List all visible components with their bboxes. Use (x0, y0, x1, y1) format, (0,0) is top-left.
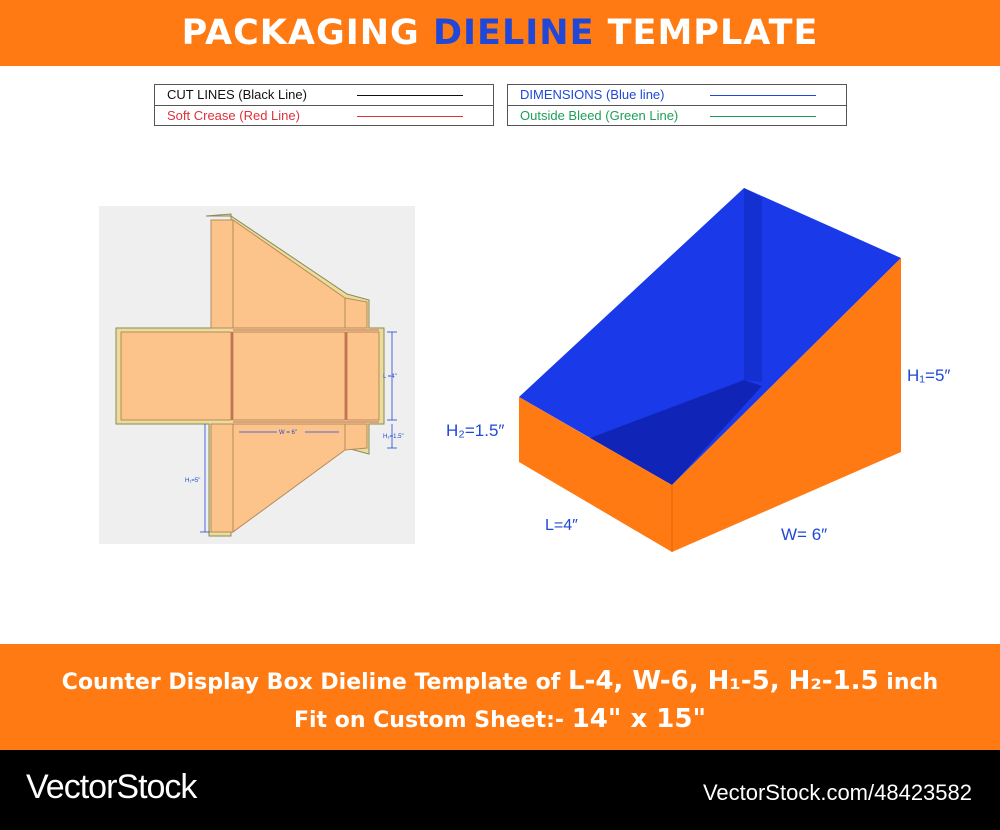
header-bar: PACKAGING DIELINE TEMPLATE (0, 0, 1000, 66)
banner-line-1-text: Counter Display Box Dieline Template of (61, 670, 568, 695)
banner-line-2-size: 14" x 15" (571, 704, 707, 734)
dieline-label-l: L =4" (383, 374, 397, 380)
base-panel (232, 331, 346, 421)
footer-url: VectorStock.com/48423582 (702, 780, 972, 805)
legend-soft-crease: Soft Crease (Red Line) (155, 105, 493, 125)
legend-bleed-label: Outside Bleed (Green Line) (520, 108, 679, 123)
legend-dimensions: DIMENSIONS (Blue line) (508, 85, 846, 105)
box-inner-back-wall (744, 188, 762, 382)
box-3d-illustration (519, 188, 901, 552)
legend-dimensions-label: DIMENSIONS (Blue line) (520, 87, 665, 102)
legend-box-right: DIMENSIONS (Blue line) Outside Bleed (Gr… (507, 84, 847, 126)
title-part-1: PACKAGING (181, 13, 433, 53)
legend-crease-label: Soft Crease (Red Line) (167, 108, 300, 123)
title-part-2: TEMPLATE (594, 13, 819, 53)
legend-cut-swatch (357, 95, 463, 96)
dieline-label-h2: H₂=1.5" (383, 434, 404, 440)
title-accent: DIELINE (432, 13, 595, 53)
right-top-flap (344, 297, 368, 329)
legend-box-left: CUT LINES (Black Line) Soft Crease (Red … (154, 84, 494, 126)
left-end-panel (120, 331, 232, 421)
legend-cut-lines: CUT LINES (Black Line) (155, 85, 493, 105)
dieline-label-h1: H₁=5" (185, 478, 200, 484)
right-end-panel (346, 331, 380, 421)
dieline-label-w: W = 6" (279, 430, 297, 436)
dieline-drawing: L =4" W = 6" H₂=1.5" H₁=5" (115, 213, 404, 537)
box-inner-floor (590, 380, 762, 485)
banner-line-2-text: Fit on Custom Sheet:- (293, 708, 572, 733)
banner-line-2: Fit on Custom Sheet:- 14" x 15" (0, 704, 1000, 734)
box-label-w: W= 6″ (781, 525, 828, 544)
dieline-panel: L =4" W = 6" H₂=1.5" H₁=5" (99, 206, 415, 544)
back-glue-flap (210, 219, 234, 329)
banner-line-1-unit: inch (878, 670, 939, 695)
page-title: PACKAGING DIELINE TEMPLATE (182, 13, 819, 53)
banner-line-1-dims: L-4, W-6, H₁-5, H₂-1.5 (567, 666, 879, 696)
legend-crease-swatch (357, 116, 463, 117)
legend-dimensions-swatch (710, 95, 816, 96)
box-label-h2: H₂=1.5″ (446, 421, 505, 440)
banner-line-1: Counter Display Box Dieline Template of … (0, 666, 1000, 696)
front-glue-flap (210, 423, 234, 533)
box-left-face (519, 397, 672, 552)
box-label-l: L=4″ (545, 517, 578, 534)
legend-cut-label: CUT LINES (Black Line) (167, 87, 307, 102)
brand-logo: VectorStock (26, 768, 197, 806)
box-label-h1: H₁=5″ (907, 366, 951, 385)
box-right-face (672, 258, 901, 552)
dimension-lines (200, 331, 397, 533)
legend-bleed-swatch (710, 116, 816, 117)
crease-lines (231, 329, 379, 423)
dieline-body (120, 219, 380, 533)
box-top-opening (519, 188, 901, 485)
footer-bar: VectorStock VectorStock.com/48423582 (0, 750, 1000, 830)
description-banner: Counter Display Box Dieline Template of … (0, 644, 1000, 750)
right-bottom-flap (344, 423, 368, 451)
legend-outside-bleed: Outside Bleed (Green Line) (508, 105, 846, 125)
